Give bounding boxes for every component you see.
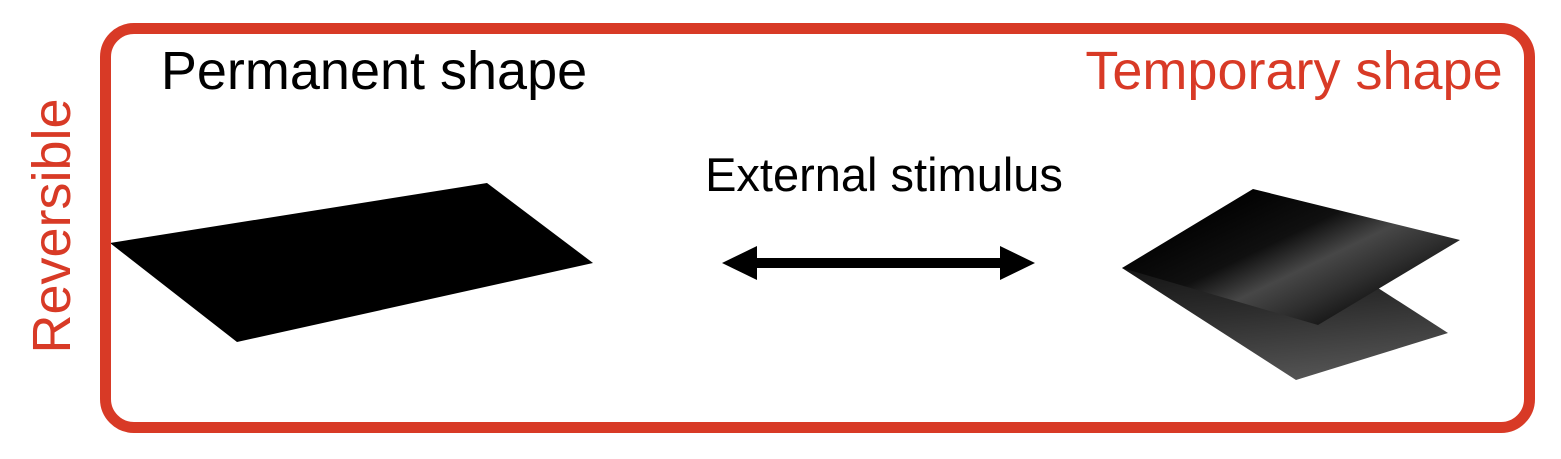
- folded-sheet-top-flap: [1122, 189, 1460, 325]
- double-arrow-icon: [722, 246, 1035, 280]
- external-stimulus-label: External stimulus: [705, 148, 1063, 201]
- flat-sheet-shape: [110, 183, 593, 342]
- reversible-label: Reversible: [21, 98, 82, 354]
- temporary-shape-title: Temporary shape: [1085, 41, 1503, 101]
- reversible-frame-border: [100, 23, 1535, 433]
- permanent-shape-title: Permanent shape: [160, 41, 588, 101]
